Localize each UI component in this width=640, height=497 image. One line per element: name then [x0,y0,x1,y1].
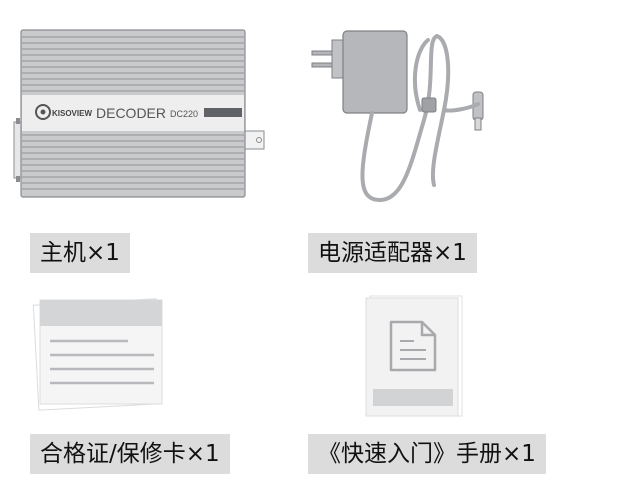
label-warranty-card: 合格证/保修卡×1 [30,434,230,474]
label-quick-start-manual: 《快速入门》手册×1 [308,434,546,474]
label-decoder-host: 主机×1 [30,233,130,273]
device-brand: KISOVIEW [52,109,92,118]
device-name: DECODER [96,105,166,121]
label-power-adapter: 电源适配器×1 [308,233,477,273]
device-model: DC220 [170,109,198,119]
